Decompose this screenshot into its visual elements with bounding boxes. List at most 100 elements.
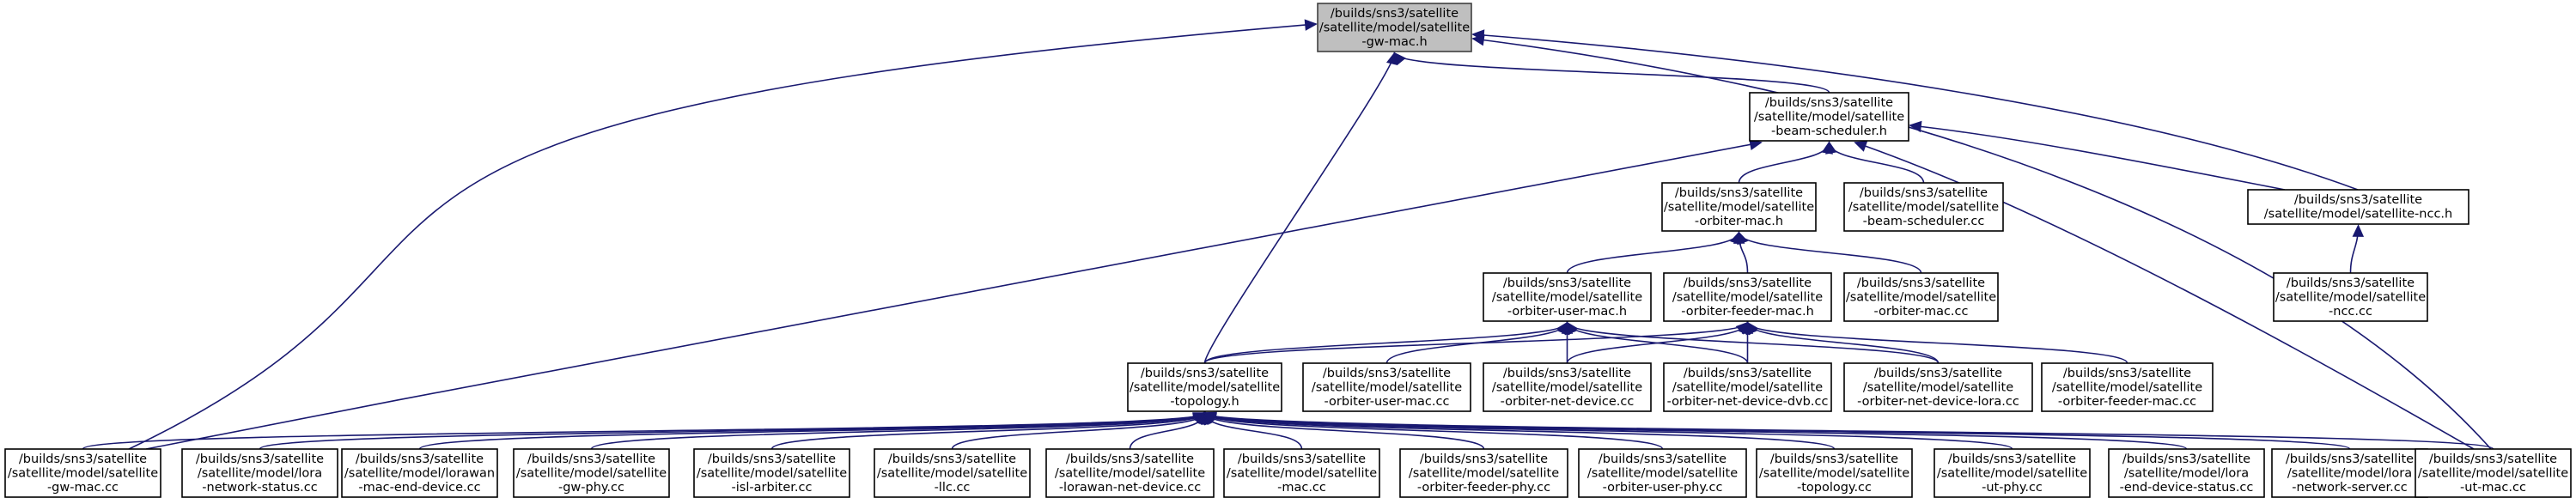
- node-orbiter-user-mac-cc[interactable]: /builds/sns3/satellite/satellite/model/s…: [1302, 362, 1471, 412]
- arrowhead-icon: [1909, 120, 1922, 133]
- node-label-line: /satellite/model/satellite: [1227, 466, 1377, 480]
- node-box: [181, 448, 338, 498]
- node-llc-cc[interactable]: /builds/sns3/satellite/satellite/model/s…: [874, 448, 1031, 498]
- node-label-line: /builds/sns3/satellite: [1599, 452, 1726, 466]
- node-orbiter-user-phy-cc[interactable]: /builds/sns3/satellite/satellite/model/s…: [1578, 448, 1747, 498]
- node-box: [1843, 182, 2004, 232]
- node-lora-network-server-cc[interactable]: /builds/sns3/satellite/satellite/model/l…: [2271, 448, 2428, 498]
- node-label-line: /satellite/model/satellite: [1312, 380, 1462, 394]
- node-box: [1127, 362, 1282, 412]
- node-box: [1934, 448, 2091, 498]
- node-ut-phy-cc[interactable]: /builds/sns3/satellite/satellite/model/s…: [1934, 448, 2091, 498]
- edge-line: [418, 412, 1206, 450]
- node-label-line: -orbiter-mac.cc: [1874, 305, 1969, 319]
- node-label-line: /builds/sns3/satellite: [527, 452, 655, 466]
- node-label-line: -llc.cc: [935, 481, 971, 495]
- node-isl-arbiter-cc[interactable]: /builds/sns3/satellite/satellite/model/s…: [693, 448, 850, 498]
- node-lora-end-device-status-cc[interactable]: /builds/sns3/satellite/satellite/model/l…: [2108, 448, 2265, 498]
- node-label-line: /satellite/model/satellite: [516, 466, 667, 480]
- node-label-line: -topology.h: [1170, 395, 1239, 409]
- node-gw-mac-cc[interactable]: /builds/sns3/satellite/satellite/model/s…: [4, 448, 161, 498]
- node-label-line: /satellite/model/satellite: [1759, 466, 1909, 480]
- node-orbiter-net-device-lora-cc[interactable]: /builds/sns3/satellite/satellite/model/s…: [1843, 362, 2033, 412]
- arrowhead-icon: [2352, 224, 2365, 237]
- node-mac-cc[interactable]: /builds/sns3/satellite/satellite/model/s…: [1223, 448, 1380, 498]
- edge-lora-network-status-cc-to-topology-h: [259, 412, 1207, 450]
- node-box: [4, 448, 161, 498]
- node-label-line: -ncc.cc: [2329, 305, 2372, 319]
- node-label-line: -topology.cc: [1797, 481, 1872, 495]
- node-box: [1045, 448, 1215, 498]
- node-label-line: /satellite/model/satellite: [877, 466, 1027, 480]
- node-lora-network-status-cc[interactable]: /builds/sns3/satellite/satellite/model/l…: [181, 448, 338, 498]
- node-label-line: /builds/sns3/satellite: [1420, 452, 1548, 466]
- arrowhead-icon: [1304, 19, 1318, 31]
- node-label-line: -gw-phy.cc: [558, 481, 624, 495]
- node-topology-cc[interactable]: /builds/sns3/satellite/satellite/model/s…: [1756, 448, 1913, 498]
- node-box: [2041, 362, 2214, 412]
- node-label-line: -gw-mac.h: [1361, 35, 1427, 49]
- node-label-line: /builds/sns3/satellite: [2294, 193, 2422, 207]
- node-lorawan-mac-end-device-cc[interactable]: /builds/sns3/satellite/satellite/model/l…: [341, 448, 498, 498]
- node-label-line: /satellite/model/lora: [198, 466, 322, 480]
- node-beam-scheduler-h[interactable]: /builds/sns3/satellite/satellite/model/s…: [1749, 92, 1909, 142]
- node-label-line: -orbiter-feeder-mac.h: [1681, 305, 1814, 319]
- node-ncc-h[interactable]: /builds/sns3/satellite/satellite/model/s…: [2247, 189, 2469, 225]
- edge-topology-h-to-orbiter-user-mac-h: [1203, 321, 1568, 364]
- node-beam-scheduler-cc[interactable]: /builds/sns3/satellite/satellite/model/s…: [1843, 182, 2004, 232]
- node-gw-phy-cc[interactable]: /builds/sns3/satellite/satellite/model/s…: [513, 448, 670, 498]
- node-orbiter-mac-h[interactable]: /builds/sns3/satellite/satellite/model/s…: [1661, 182, 1817, 232]
- node-label-line: -orbiter-mac.h: [1695, 215, 1783, 228]
- node-label-line: /builds/sns3/satellite: [1874, 367, 2002, 380]
- node-box: [1483, 362, 1652, 412]
- node-label-line: /builds/sns3/satellite: [1684, 276, 1812, 290]
- edge-line: [1738, 232, 1922, 274]
- arrowhead-icon: [1746, 321, 1759, 336]
- node-orbiter-mac-cc[interactable]: /builds/sns3/satellite/satellite/model/s…: [1843, 272, 1999, 322]
- node-orbiter-feeder-mac-cc[interactable]: /builds/sns3/satellite/satellite/model/s…: [2041, 362, 2214, 412]
- node-topology-h[interactable]: /builds/sns3/satellite/satellite/model/s…: [1127, 362, 1282, 412]
- node-ncc-cc[interactable]: /builds/sns3/satellite/satellite/model/s…: [2273, 272, 2428, 322]
- node-label-line: -beam-scheduler.h: [1771, 124, 1887, 138]
- node-orbiter-user-mac-h[interactable]: /builds/sns3/satellite/satellite/model/s…: [1483, 272, 1652, 322]
- node-orbiter-net-device-cc[interactable]: /builds/sns3/satellite/satellite/model/s…: [1483, 362, 1652, 412]
- edge-ncc-h-to-gw-mac-h: [1471, 29, 2359, 191]
- node-gw-mac-h[interactable]: /builds/sns3/satellite/satellite/model/s…: [1317, 3, 1472, 52]
- node-label-line: /satellite/model/satellite: [1587, 466, 1738, 480]
- node-label-line: /builds/sns3/satellite: [888, 452, 1016, 466]
- edge-ncc-cc-to-ncc-h: [2349, 224, 2365, 274]
- node-label-line: /satellite/model/lora: [2287, 466, 2412, 480]
- node-box: [1843, 362, 2033, 412]
- node-label-line: /satellite/model/satellite: [1937, 466, 2087, 480]
- node-box: [2273, 272, 2428, 322]
- edge-line: [1472, 33, 2359, 191]
- arrowhead-icon: [1854, 140, 1868, 152]
- node-label-line: /builds/sns3/satellite: [1857, 276, 1985, 290]
- node-box: [1663, 362, 1832, 412]
- node-label-line: /satellite/model/satellite: [1319, 21, 1470, 34]
- edge-line: [1203, 412, 2013, 450]
- node-label-line: /satellite/model/satellite: [1409, 466, 1559, 480]
- node-label-line: /builds/sns3/satellite: [708, 452, 836, 466]
- node-ut-mac-cc[interactable]: /builds/sns3/satellite/satellite/model/s…: [2415, 448, 2572, 498]
- edge-line: [1566, 322, 1940, 364]
- node-orbiter-feeder-phy-cc[interactable]: /builds/sns3/satellite/satellite/model/s…: [1399, 448, 1568, 498]
- node-label-line: -orbiter-net-device-lora.cc: [1857, 395, 2019, 409]
- arrowhead-icon: [1566, 321, 1579, 336]
- node-layer: /builds/sns3/satellite/satellite/model/s…: [4, 3, 2572, 498]
- node-label-line: /builds/sns3/satellite: [1141, 367, 1269, 380]
- edge-gw-mac-cc-to-topology-h: [82, 412, 1207, 450]
- edge-orbiter-net-device-lora-cc-to-orbiter-feeder-mac-h: [1745, 321, 1940, 364]
- edge-ncc-h-to-beam-scheduler-h: [1909, 120, 2286, 191]
- node-label-line: /satellite/model/satellite: [1492, 380, 1642, 394]
- node-orbiter-net-device-dvb-cc[interactable]: /builds/sns3/satellite/satellite/model/s…: [1663, 362, 1832, 412]
- node-label-line: -isl-arbiter.cc: [732, 481, 813, 495]
- node-label-line: /builds/sns3/satellite: [1503, 276, 1631, 290]
- node-label-line: /satellite/model/satellite: [1664, 200, 1814, 214]
- node-label-line: /satellite/model/satellite: [1754, 110, 1904, 124]
- node-lorawan-net-device-cc[interactable]: /builds/sns3/satellite/satellite/model/s…: [1045, 448, 1215, 498]
- node-orbiter-feeder-mac-h[interactable]: /builds/sns3/satellite/satellite/model/s…: [1663, 272, 1832, 322]
- node-box: [693, 448, 850, 498]
- edge-topology-h-to-gw-mac-h: [1203, 52, 1398, 364]
- node-label-line: /satellite/model/satellite: [8, 466, 158, 480]
